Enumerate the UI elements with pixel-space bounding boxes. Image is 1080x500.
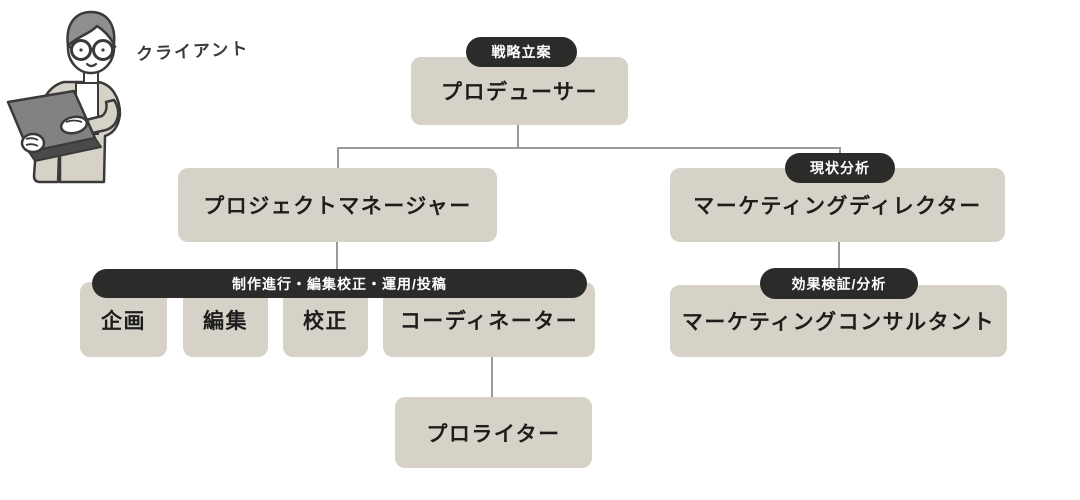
connector-producer-down (517, 124, 519, 148)
node-project-manager-label: プロジェクトマネージャー (203, 195, 472, 218)
badge-effect-verification: 効果検証/分析 (760, 268, 918, 299)
connector-to-project-manager (337, 147, 339, 170)
badge-production-tasks-label: 制作進行・編集校正・運用/投稿 (232, 275, 447, 292)
node-producer: プロデューサー (411, 57, 628, 125)
node-marketing-director-label: マーケティングディレクター (693, 195, 982, 218)
badge-current-analysis: 現状分析 (785, 153, 895, 183)
node-proofreading-label: 校正 (303, 309, 348, 333)
node-pro-writer: プロライター (395, 397, 592, 468)
person-with-laptop-icon (6, 10, 122, 184)
node-marketing-consultant-label: マーケティングコンサルタント (681, 311, 996, 334)
node-coordinator-label: コーディネーター (399, 309, 579, 333)
connector-md-to-consultant (838, 242, 840, 270)
connector-horizontal-main (337, 147, 841, 149)
badge-production-tasks: 制作進行・編集校正・運用/投稿 (92, 269, 587, 298)
badge-strategy-planning-label: 戦略立案 (491, 44, 552, 60)
connector-pm-to-team (336, 242, 338, 271)
badge-current-analysis-label: 現状分析 (810, 160, 870, 176)
node-editing-label: 編集 (203, 309, 248, 333)
node-project-manager: プロジェクトマネージャー (178, 168, 497, 242)
node-pro-writer-label: プロライター (426, 422, 561, 446)
node-producer-label: プロデューサー (440, 81, 599, 104)
connector-coordinator-to-writer (491, 357, 493, 398)
badge-effect-verification-label: 効果検証/分析 (791, 275, 887, 292)
badge-strategy-planning: 戦略立案 (466, 37, 577, 67)
client-label: クライアント (135, 39, 250, 64)
node-planning-label: 企画 (101, 309, 146, 333)
